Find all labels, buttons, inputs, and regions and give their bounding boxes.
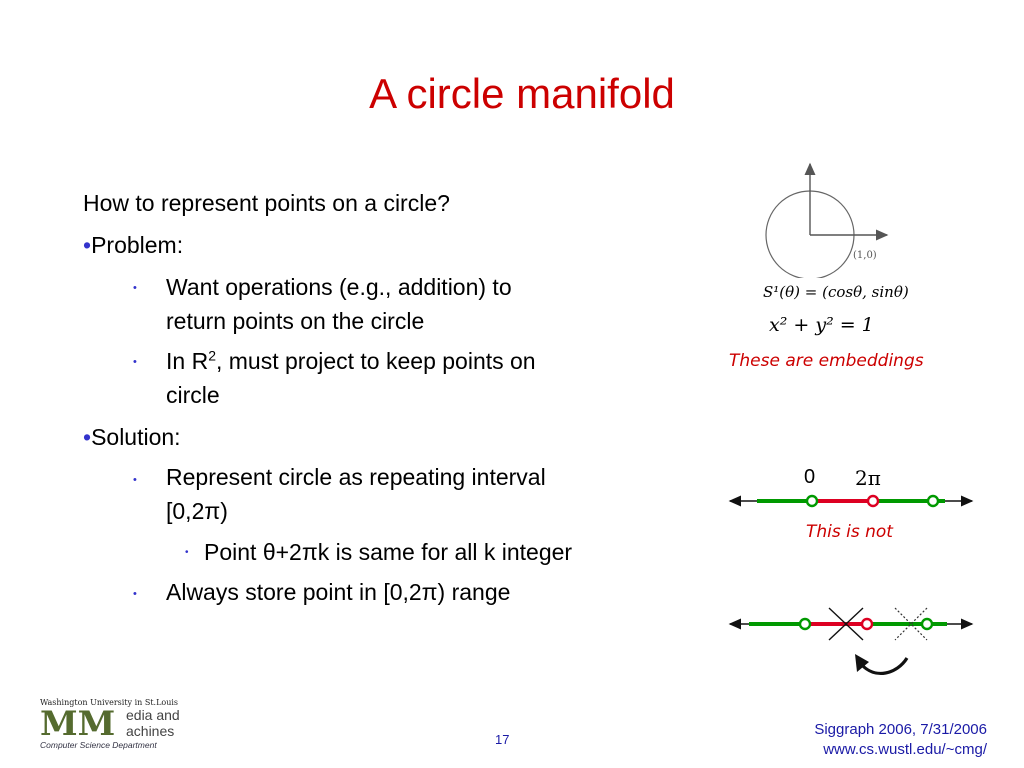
- wrap-around-arrow-icon: [859, 657, 909, 675]
- equation-x2y2: x² + y² = 1: [769, 314, 874, 336]
- logo-line2: achines: [126, 723, 175, 739]
- page-number: 17: [495, 732, 510, 747]
- point-two-pi-marker: [866, 494, 880, 508]
- circle-figure: (1,0): [765, 162, 889, 278]
- logo-mm-letters: MM: [40, 704, 116, 744]
- equation-s1: S¹(θ) = (cosθ, sinθ): [763, 283, 909, 301]
- problem-item-2-line1: In R2, must project to keep points on: [166, 344, 536, 378]
- problem-heading: •Problem:: [83, 228, 183, 262]
- problem-item-1-line2: return points on the circle: [166, 308, 425, 334]
- problem-item-2-line2: circle: [166, 382, 220, 408]
- r-superscript: 2: [208, 347, 216, 364]
- logo-line1: edia and: [126, 707, 180, 723]
- problem-item-1-line1: Want operations (e.g., addition) to: [166, 274, 512, 300]
- point-four-pi-marker: [920, 617, 934, 631]
- point-zero-marker: [798, 617, 812, 631]
- sub-sub-bullet-glyph: •: [185, 547, 189, 558]
- dotted-cross-mark: [894, 607, 928, 641]
- logo-department: Computer Science Department: [40, 740, 157, 750]
- interval-label-two-pi: 2π: [855, 466, 881, 490]
- problem-item-2: In R2, must project to keep points on ci…: [166, 344, 536, 412]
- dotted-cross-mark: [894, 607, 928, 641]
- wrap-around-arrow-head-icon: [855, 654, 869, 672]
- sub-bullet-glyph: •: [133, 474, 137, 486]
- solution-item-1: Represent circle as repeating interval […: [166, 460, 546, 528]
- slide-title: A circle manifold: [369, 70, 675, 117]
- solution-item-2: Always store point in [0,2π) range: [166, 579, 511, 605]
- point-label: (1,0): [853, 250, 877, 261]
- not-note: This is not: [806, 522, 893, 542]
- logo-university-name: Washington University in St.Louis: [40, 698, 179, 707]
- sub-bullet-glyph: •: [133, 356, 137, 368]
- footer-url[interactable]: www.cs.wustl.edu/~cmg/: [823, 741, 987, 758]
- problem-label: Problem:: [91, 232, 184, 258]
- interval-line-figure: [728, 494, 974, 508]
- university-logo: Washington University in St.Louis MM edi…: [40, 698, 180, 754]
- solution-heading: •Solution:: [83, 420, 181, 454]
- solution-subitem: Point θ+2πk is same for all k integer: [204, 539, 573, 565]
- intro-text: How to represent points on a circle?: [83, 190, 450, 216]
- bullet-glyph: •: [83, 232, 92, 258]
- interval-label-zero: 0: [804, 466, 816, 488]
- solution-item-1-line1: Represent circle as repeating interval: [166, 464, 546, 490]
- embeddings-note: These are embeddings: [729, 351, 924, 371]
- cross-mark: [828, 607, 864, 641]
- r-label: In R: [166, 348, 209, 374]
- problem-item-1: Want operations (e.g., addition) to retu…: [166, 270, 512, 338]
- solution-label: Solution:: [91, 424, 181, 450]
- point-four-pi-marker: [926, 494, 940, 508]
- sub-bullet-glyph: •: [133, 588, 137, 600]
- conference-info: Siggraph 2006, 7/31/2006: [814, 721, 987, 738]
- bullet-glyph: •: [83, 424, 92, 450]
- wrapped-interval-figure: [728, 607, 974, 675]
- sub-bullet-glyph: •: [133, 282, 137, 294]
- solution-item-1-line2: [0,2π): [166, 498, 228, 524]
- point-zero-marker: [805, 494, 819, 508]
- project-text: , must project to keep points on: [215, 348, 536, 374]
- point-two-pi-marker: [860, 617, 874, 631]
